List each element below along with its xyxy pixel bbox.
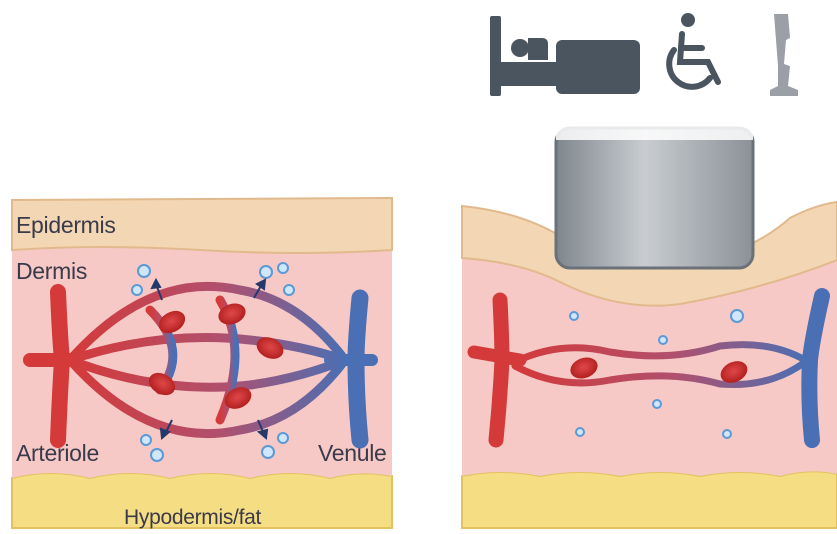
prosthetic-leg-icon	[770, 14, 798, 96]
arteriole-label: Arteriole	[16, 440, 99, 467]
compressed-skin-panel	[462, 120, 837, 528]
pressure-probe	[556, 128, 753, 268]
venule-label: Venule	[318, 440, 387, 467]
bed-patient-icon	[490, 16, 640, 96]
venule-vessel	[356, 298, 360, 440]
hypodermis-layer-compressed	[462, 471, 837, 528]
hypodermis-label: Hypodermis/fat	[124, 506, 261, 530]
dermis-label: Dermis	[16, 258, 87, 285]
arteriole-vessel-compressed	[496, 300, 502, 440]
epidermis-label: Epidermis	[16, 212, 116, 239]
wheelchair-icon	[669, 13, 718, 87]
normal-skin-panel	[12, 198, 392, 528]
